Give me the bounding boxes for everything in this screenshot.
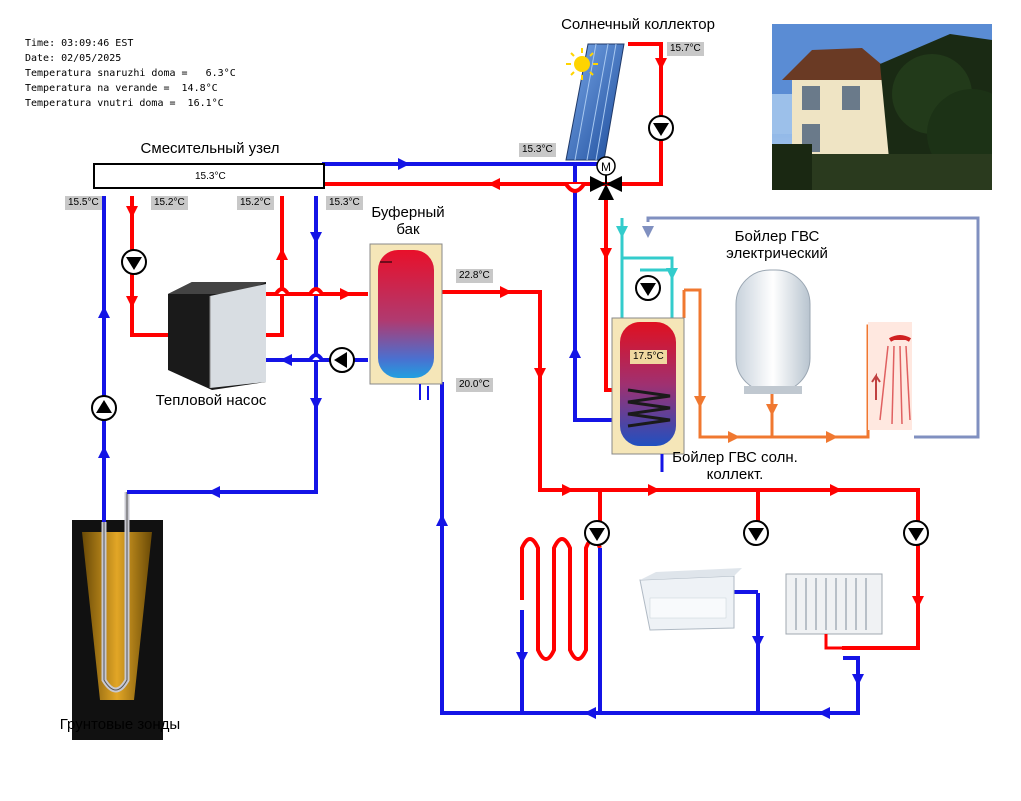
pipe-crossover — [274, 182, 586, 362]
mixing-unit-label: Смесительный узел — [140, 140, 280, 157]
solar-boiler-label: Бойлер ГВС солн. коллект. — [672, 449, 798, 483]
flow-arrow-icon — [126, 58, 924, 608]
ground-probes — [72, 492, 163, 740]
sun-icon — [566, 48, 598, 80]
outdoor-temp-readout: Temperatura snaruzhi doma = 6.3°C — [25, 68, 236, 79]
solar-outlet-temp: 15.7°C — [667, 42, 704, 56]
solar-inlet-temp: 15.3°C — [519, 143, 556, 157]
heat-pump-label: Тепловой насос — [155, 392, 267, 409]
fan-coil-unit — [639, 568, 742, 631]
heat-pump-unit — [168, 282, 266, 390]
motorized-valve-icon — [590, 156, 622, 200]
time-readout: Time: 03:09:46 EST — [25, 38, 134, 49]
house-photo — [772, 24, 992, 190]
pump-icon — [635, 275, 661, 301]
ground-probes-label: Грунтовые зонды — [59, 716, 181, 733]
pump-icon — [743, 520, 769, 546]
heat-pump-outlet-temp: 15.2°C — [237, 196, 274, 210]
buffer-tank — [369, 243, 443, 400]
solar-boiler-temp: 17.5°C — [630, 350, 667, 364]
flow-arrow-icon — [98, 158, 864, 719]
pump-icon — [584, 520, 610, 546]
buffer-tank-label: Буферный бак — [371, 204, 445, 238]
indoor-temp-readout: Temperatura vnutri doma = 16.1°C — [25, 98, 224, 109]
date-readout: Date: 02/05/2025 — [25, 53, 122, 64]
veranda-temp-readout: Temperatura na verande = 14.8°C — [25, 83, 218, 94]
status-readout: Time: 03:09:46 EST Date: 02/05/2025 Temp… — [25, 36, 236, 111]
radiator — [785, 573, 883, 650]
recirculation-pipe — [646, 216, 980, 439]
electric-boiler-label: Бойлер ГВС электрический — [726, 228, 828, 262]
ground-return-temp: 15.3°C — [326, 196, 363, 210]
pump-icon — [91, 395, 117, 421]
electric-boiler — [735, 269, 811, 394]
pump-icon — [648, 115, 674, 141]
flow-arrow-icon — [694, 396, 838, 443]
pump-icon — [329, 347, 355, 373]
buffer-top-temp: 22.8°C — [456, 269, 493, 283]
pump-icon — [121, 249, 147, 275]
underfloor-loop — [520, 537, 602, 661]
mixer-temp: 15.3°C — [195, 171, 226, 182]
solar-collector-label: Солнечный коллектор — [561, 16, 715, 33]
shower-icon — [868, 322, 912, 430]
pump-icon — [903, 520, 929, 546]
ground-supply-temp: 15.5°C — [65, 196, 102, 210]
flow-arrow-icon — [616, 226, 678, 280]
buffer-bottom-temp: 20.0°C — [456, 378, 493, 392]
heat-pump-inlet-temp: 15.2°C — [151, 196, 188, 210]
mixing-unit — [93, 163, 325, 189]
valve-letter: M — [601, 160, 611, 174]
